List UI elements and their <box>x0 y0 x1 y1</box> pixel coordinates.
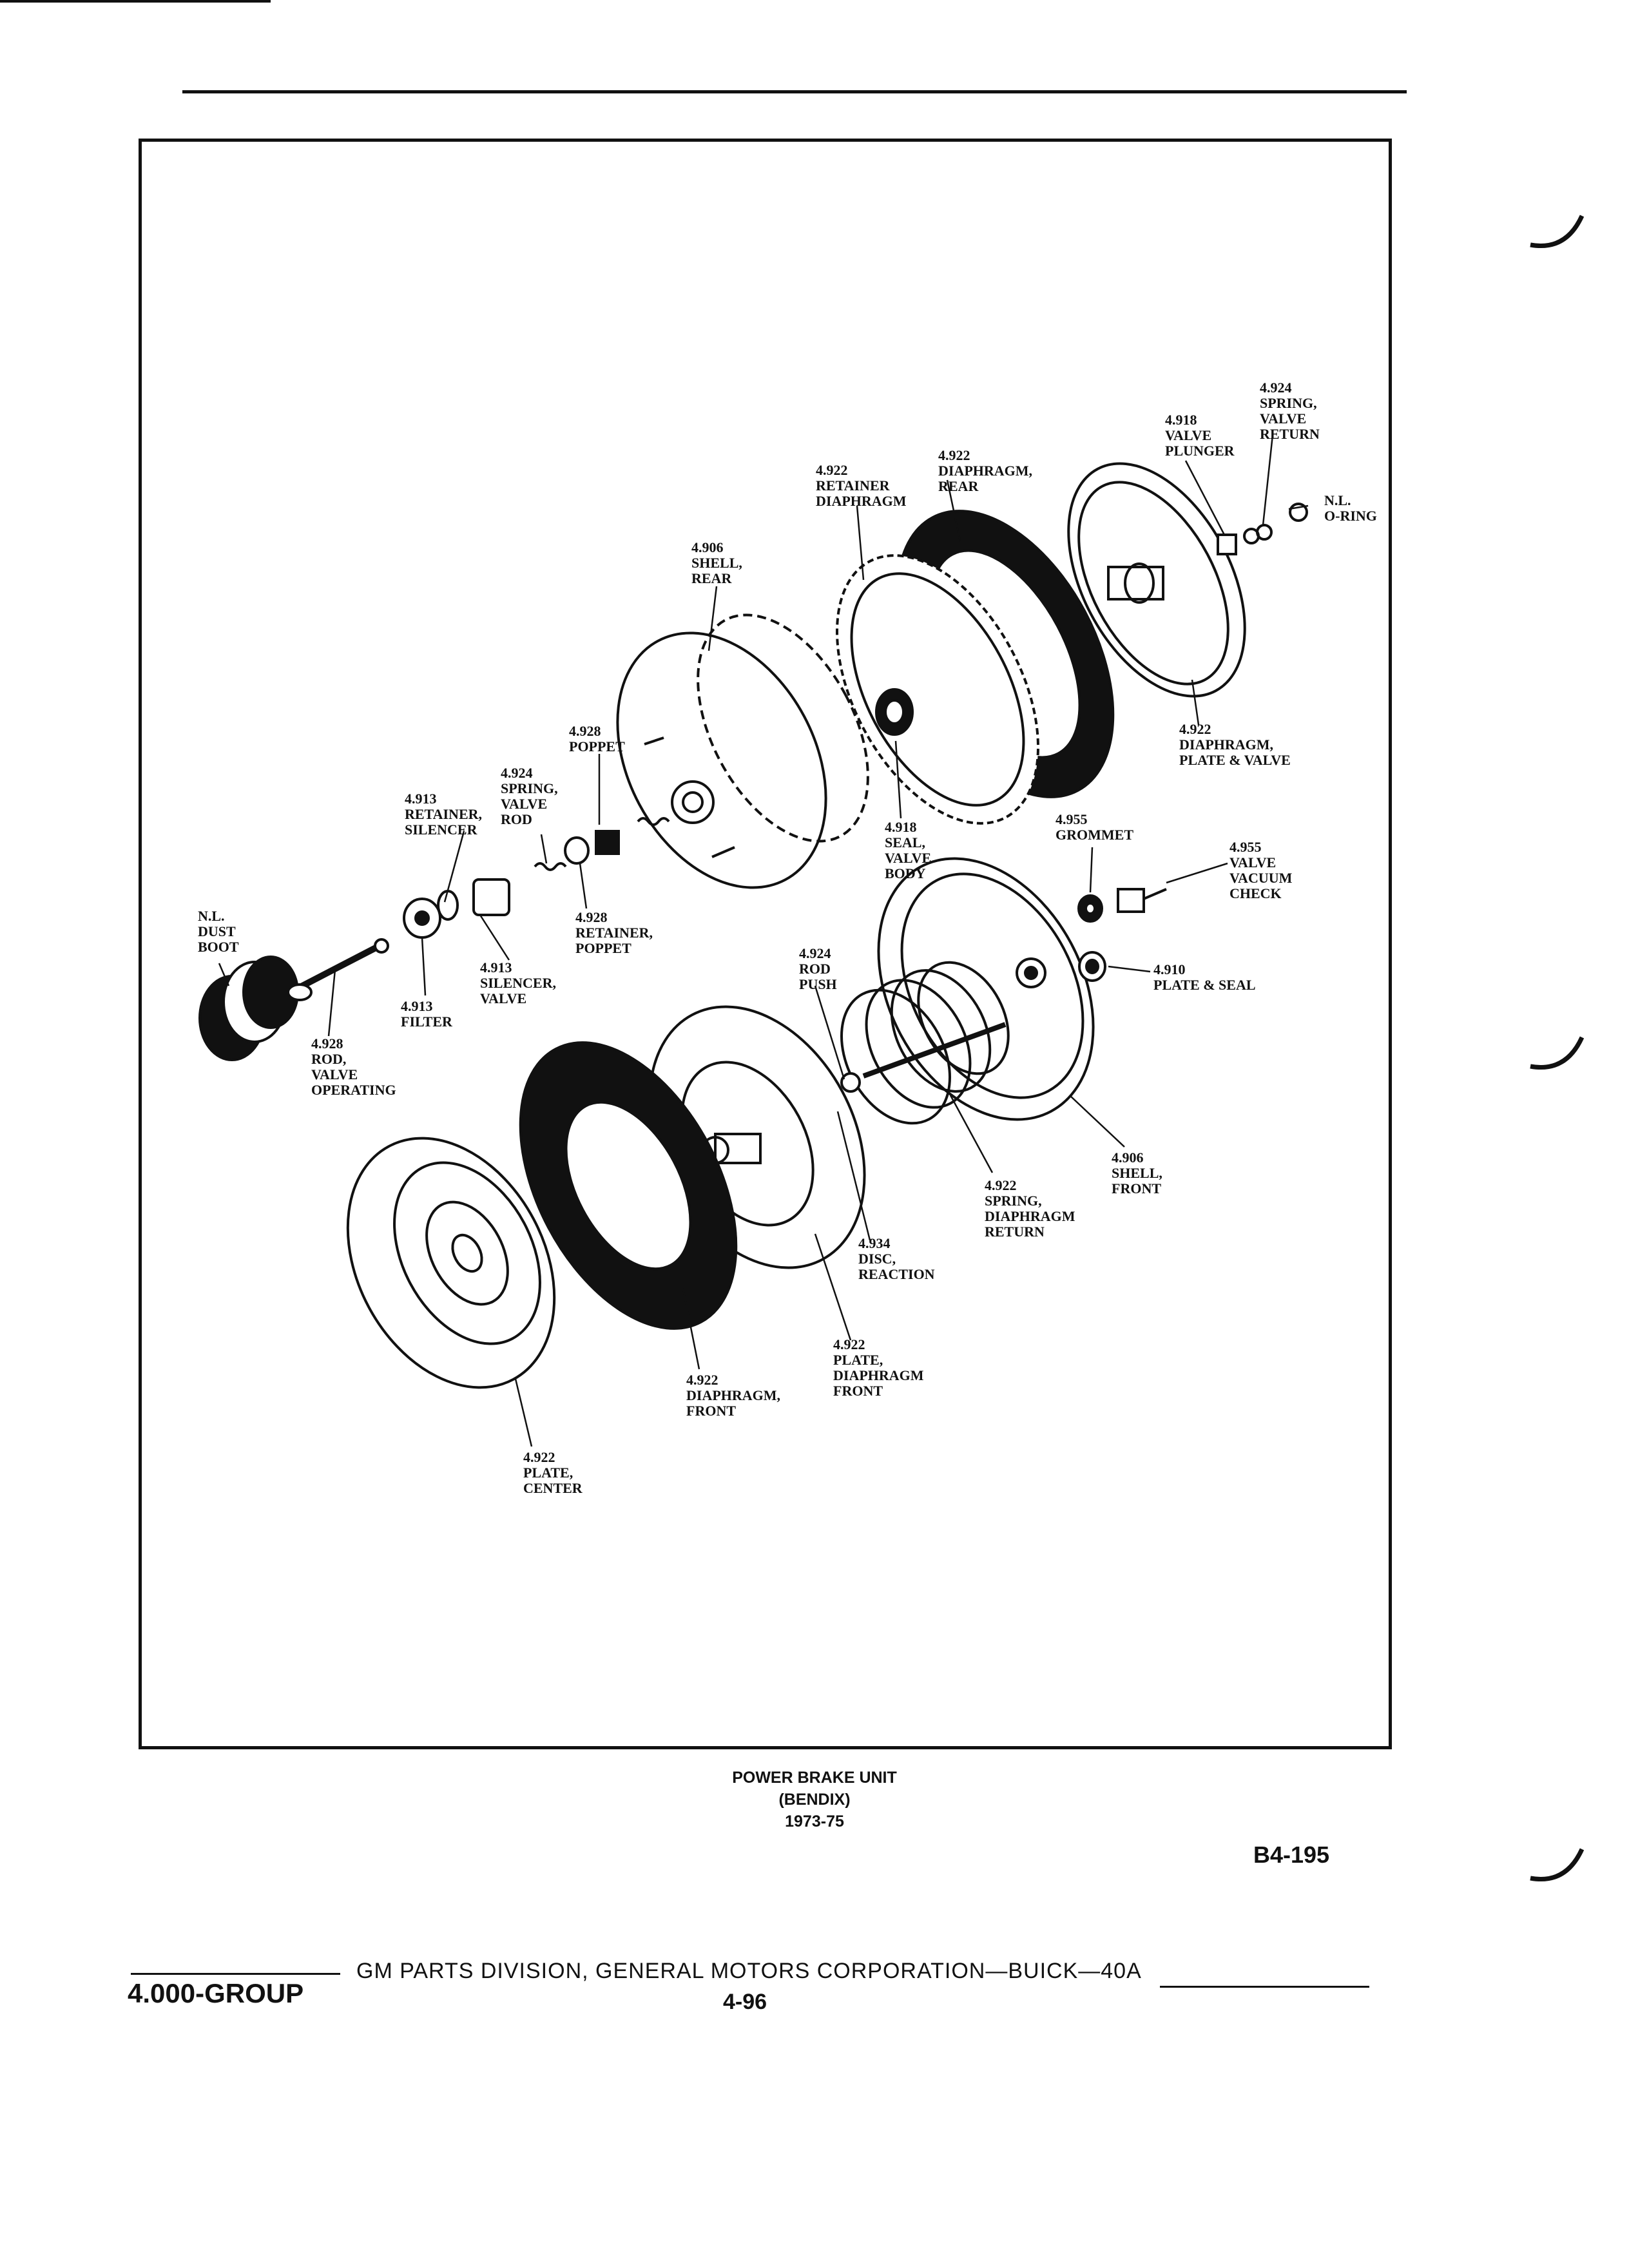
figure-caption: POWER BRAKE UNIT (BENDIX) 1973-75 <box>0 1767 1629 1832</box>
caption-years: 1973-75 <box>785 1812 844 1831</box>
footer-group-label: 4.000-GROUP <box>128 1978 304 2008</box>
center-plate-part <box>346 1137 556 1389</box>
operating-rod-part <box>287 938 389 1001</box>
grommet-vacuum-check-part <box>1077 888 1167 923</box>
valve-plunger-part <box>1217 503 1308 555</box>
silencer-parts <box>403 878 510 939</box>
shell-rear-part <box>616 613 869 889</box>
header-rule <box>182 90 1407 93</box>
caption-title: POWER BRAKE UNIT <box>732 1769 897 1787</box>
punch-mark-top <box>1530 215 1585 248</box>
diaphragm-front-part <box>519 1041 738 1330</box>
diagram-frame <box>139 139 1392 1749</box>
caption-make: (BENDIX) <box>778 1791 851 1809</box>
diaphragm-plate-valve-part <box>1067 462 1246 698</box>
punch-mark-bottom <box>1530 1848 1585 1881</box>
retainer-diaphragm-part <box>836 554 1039 825</box>
footer-rule-left <box>131 1973 340 1975</box>
dust-boot-part <box>198 956 299 1061</box>
leader-lines <box>218 434 1309 1447</box>
figure-number: B4-195 <box>1253 1841 1330 1868</box>
footer-page-number: 4-96 <box>723 1990 767 2014</box>
poppet-part <box>534 817 670 871</box>
footer-rule-right <box>1160 1986 1369 1988</box>
top-edge-rule <box>0 0 271 3</box>
footer-corporation: GM PARTS DIVISION, GENERAL MOTORS CORPOR… <box>356 1959 1142 1983</box>
punch-mark-middle <box>1530 1036 1585 1070</box>
diaphragm-return-spring-part <box>840 961 1010 1125</box>
plate-seal-part <box>1078 951 1106 982</box>
callout-o-ring: N.L.O-RING <box>1324 492 1377 524</box>
